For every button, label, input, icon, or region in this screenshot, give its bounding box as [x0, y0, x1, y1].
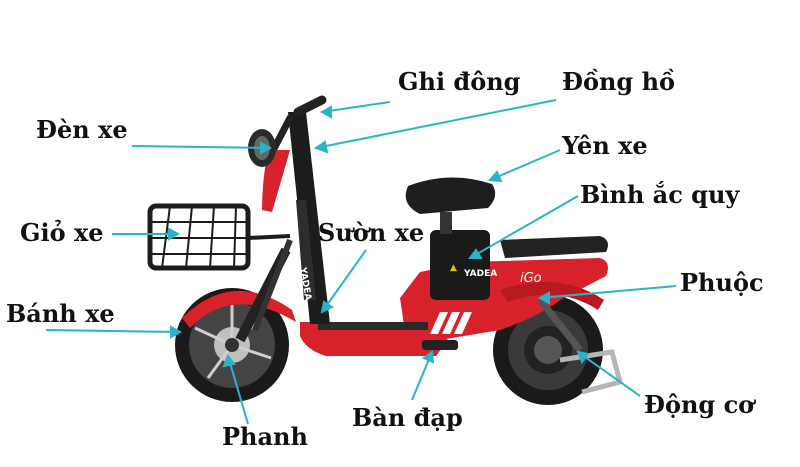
label-ban-dap: Bàn đạp: [352, 403, 463, 432]
front-shield: [262, 150, 290, 212]
brand-logo: ▲: [450, 263, 457, 273]
leader-lines: [45, 99, 677, 425]
label-yen-xe: Yên xe: [562, 131, 648, 160]
rear-fender: [500, 282, 604, 310]
floorboard: [300, 322, 448, 356]
label-dong-ho: Đồng hồ: [562, 67, 676, 96]
battery-box: [430, 230, 490, 300]
basket: [147, 203, 291, 271]
seat: [405, 177, 496, 214]
label-phanh: Phanh: [222, 422, 308, 451]
front-wheel: [175, 288, 289, 402]
label-banh-xe: Bánh xe: [6, 299, 115, 328]
label-den-xe: Đèn xe: [36, 115, 128, 144]
label-gio-xe: Giỏ xe: [20, 218, 104, 247]
frame-column: [288, 112, 330, 324]
label-suon-xe: Sườn xe: [318, 218, 425, 247]
label-dong-co: Động cơ: [644, 390, 755, 419]
label-ghi-dong: Ghi đông: [398, 67, 521, 96]
label-binh-ac-quy: Bình ắc quy: [580, 180, 740, 209]
label-phuoc: Phuộc: [680, 268, 764, 297]
